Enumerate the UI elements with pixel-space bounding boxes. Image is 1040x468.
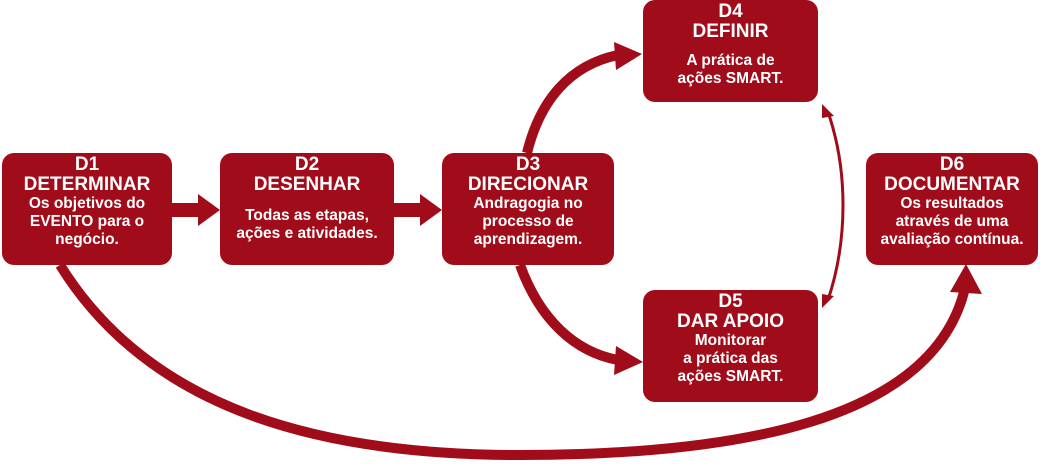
arrow-d1-d2 xyxy=(172,194,220,226)
step-desc-line: avaliação contínua. xyxy=(880,231,1024,248)
step-title: DESENHAR xyxy=(253,174,361,195)
step-title: DETERMINAR xyxy=(23,174,151,195)
step-desc-line: Os resultados xyxy=(900,195,1004,212)
step-box-d4: D4 DEFINIR A prática de ações SMART. xyxy=(643,0,818,102)
arrow-d3-d5 xyxy=(515,263,643,375)
step-code: D1 xyxy=(74,154,100,175)
step-title: DIRECIONAR xyxy=(467,174,589,195)
step-desc-line: aprendizagem. xyxy=(473,231,583,248)
step-code: D5 xyxy=(718,291,743,312)
step-title: DAR APOIO xyxy=(677,311,784,332)
step-desc-line: Andragogia no xyxy=(473,195,583,212)
step-code: D3 xyxy=(515,154,541,175)
step-desc-line: ações e atividades. xyxy=(236,225,378,242)
arrow-d1-d6 xyxy=(55,262,982,461)
step-code: D6 xyxy=(939,154,965,175)
step-desc-line: ações SMART. xyxy=(677,368,784,385)
step-desc-line: negócio. xyxy=(55,231,119,248)
step-box-d1: D1 DETERMINAR Os objetivos do EVENTO par… xyxy=(2,153,172,265)
arrow-d3-d4 xyxy=(522,42,642,155)
step-desc-line: Os objetivos do xyxy=(28,195,146,212)
step-desc-line: através de uma xyxy=(895,213,1009,230)
step-desc-line: ações SMART. xyxy=(677,70,784,87)
arrow-d2-d3 xyxy=(394,194,442,226)
step-box-d5: D5 DAR APOIO Monitorar a prática das açõ… xyxy=(643,290,818,402)
step-desc-line: a prática das xyxy=(683,350,778,367)
step-box-d6: D6 DOCUMENTAR Os resultados através de u… xyxy=(866,153,1038,265)
arrow-d4-d5 xyxy=(822,104,845,308)
step-title: DEFINIR xyxy=(692,21,769,42)
step-desc-line: Todas as etapas, xyxy=(245,207,369,224)
step-code: D4 xyxy=(718,1,743,22)
step-code: D2 xyxy=(294,154,320,175)
step-box-d3: D3 DIRECIONAR Andragogia no processo de … xyxy=(442,153,614,265)
step-title: DOCUMENTAR xyxy=(884,174,1020,195)
step-desc-line: EVENTO para o xyxy=(29,213,145,230)
step-box-d2: D2 DESENHAR Todas as etapas, ações e ati… xyxy=(220,153,394,265)
step-desc-line: processo de xyxy=(482,213,574,230)
step-desc-line: A prática de xyxy=(686,52,775,69)
step-desc-line: Monitorar xyxy=(694,332,767,349)
